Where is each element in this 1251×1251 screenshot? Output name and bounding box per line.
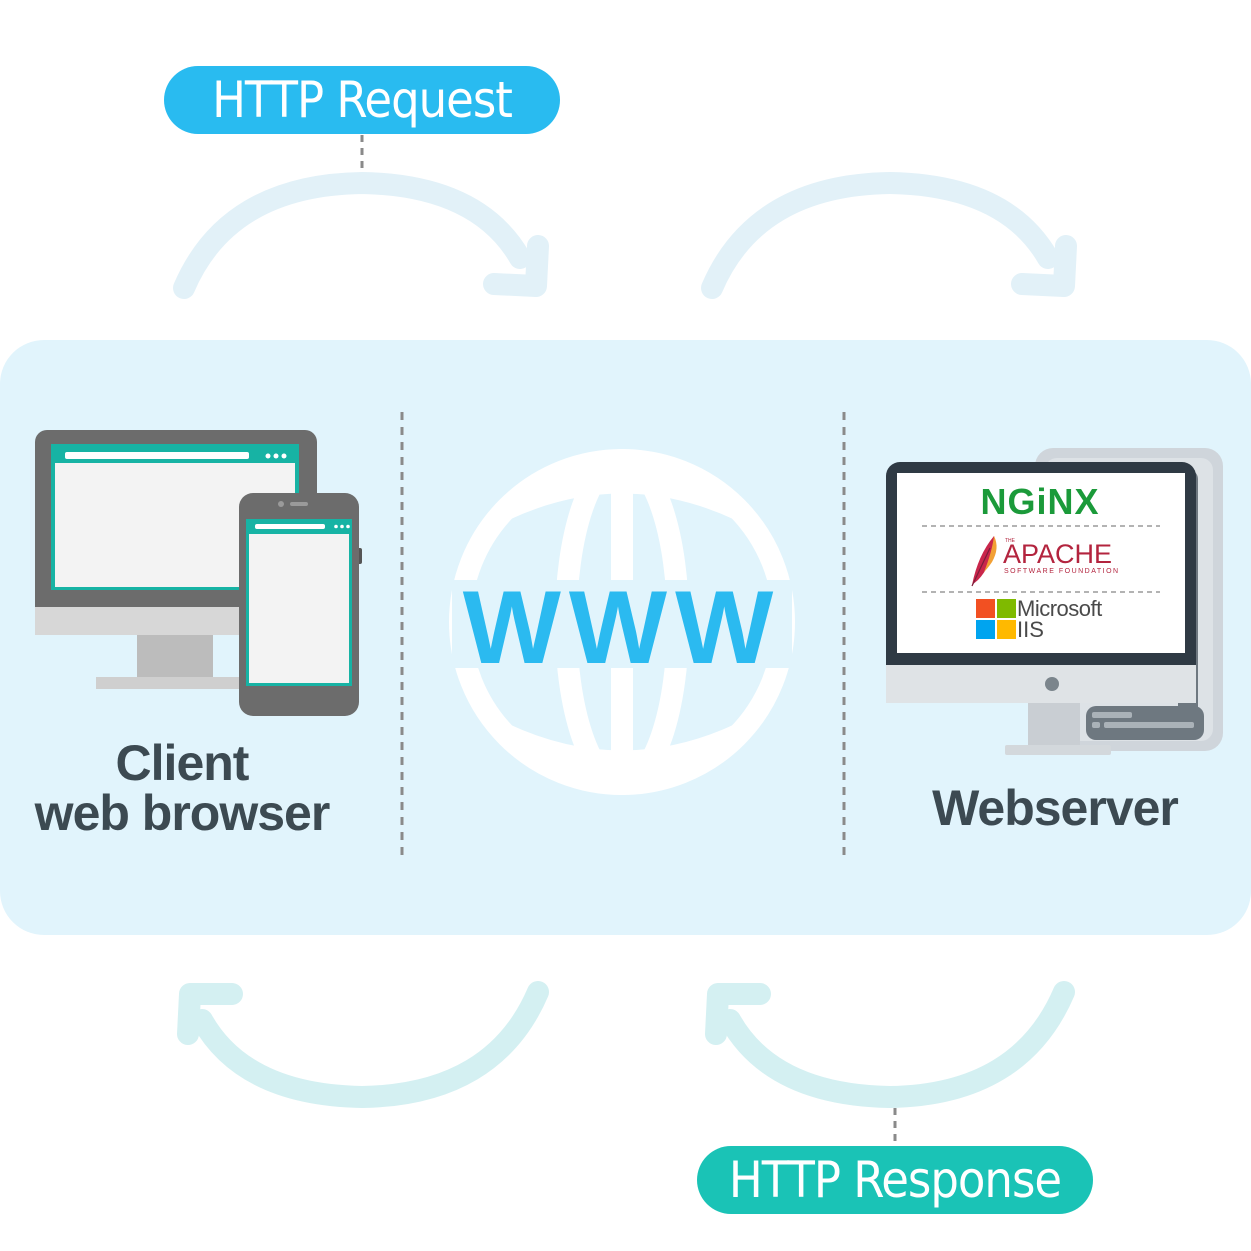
apache-logo: APACHE [1003,539,1113,569]
nginx-logo: NGiNX [980,481,1100,522]
http-request-pill: HTTP Request [164,66,560,134]
http-response-pill: HTTP Response [697,1146,1093,1214]
www-label: WWW [462,570,782,686]
apache-foundation-text: SOFTWARE FOUNDATION [1004,568,1120,575]
arrow-request-1-icon [173,172,549,299]
windows-logo-icon [976,599,1016,639]
microsoft-text: Microsoft [1017,596,1102,621]
webserver-label: Webserver [932,780,1179,836]
client-label-line1: Client [115,735,250,791]
arrow-request-2-icon [701,172,1077,299]
apache-the-text: THE [1005,538,1015,544]
server-monitor-icon [886,462,1196,755]
apache-feather-icon [971,536,997,587]
globe-band [452,580,792,668]
arrow-response-2-icon [705,981,1075,1108]
client-label-line2: web browser [34,785,331,841]
arrow-response-1-icon [177,981,549,1108]
iis-text: IIS [1017,617,1044,642]
smartphone-icon [239,493,362,716]
client-label: Client web browser [0,738,364,838]
